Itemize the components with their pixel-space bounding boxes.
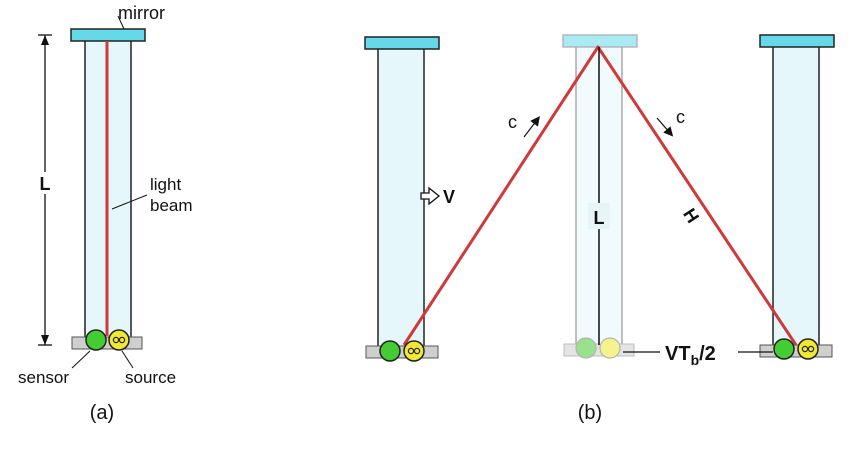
sensor-left (379, 340, 401, 362)
sensor (85, 329, 107, 351)
c-label-down: c (676, 107, 685, 127)
clock-right (759, 34, 835, 358)
source-label: source (125, 368, 176, 387)
velocity-arrow-icon (420, 186, 441, 206)
panel-b: L V c c H VTb/2 (b) (364, 34, 835, 424)
length-label: L (40, 174, 51, 194)
caption-a: (a) (90, 402, 114, 424)
length-label-bg-b (588, 203, 610, 229)
sensor-leader (71, 350, 91, 369)
mirror (70, 28, 146, 42)
source-left (403, 340, 425, 362)
caption-b: (b) (578, 402, 602, 424)
sensor-right (773, 338, 795, 360)
beam-label-line2: beam (150, 196, 193, 215)
displacement-label: VTb/2 (665, 343, 716, 368)
light-path (402, 45, 798, 346)
source-leader (121, 350, 134, 369)
c-label-up: c (508, 112, 517, 132)
clock-base (71, 336, 143, 350)
panel-a: L mirror light beam sensor source (a) (18, 3, 193, 424)
sensor-label: sensor (18, 368, 69, 387)
length-label-bg (35, 172, 55, 194)
c-down-arrow-icon (656, 117, 674, 137)
mirror-leader (117, 15, 125, 30)
clock-left (364, 36, 440, 359)
velocity-label: V (443, 187, 455, 207)
hypotenuse-label: H (679, 205, 703, 227)
beam-label-line1: light (150, 175, 181, 194)
source (108, 329, 130, 351)
mirror-label: mirror (118, 3, 165, 23)
c-up-arrow-icon (523, 116, 540, 138)
source-right (797, 338, 819, 360)
beam-leader (111, 194, 148, 210)
length-label-b: L (594, 208, 605, 228)
